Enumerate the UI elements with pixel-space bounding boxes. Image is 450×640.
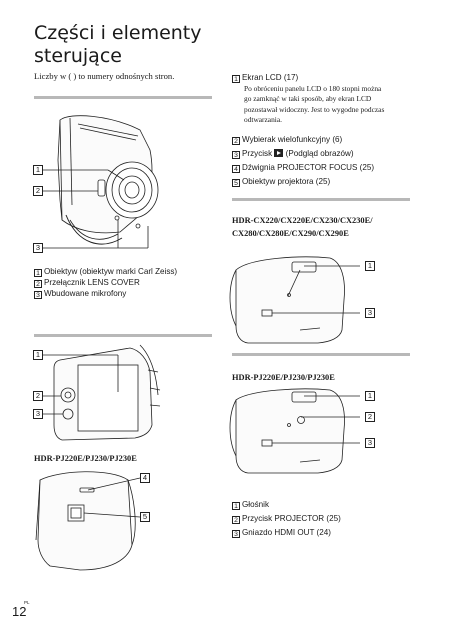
item-text: Dźwignia PROJECTOR FOCUS (25)	[242, 163, 375, 172]
divider	[232, 353, 410, 356]
item-number: 2	[232, 516, 240, 524]
item-text: Obiektyw (obiektyw marki Carl Zeiss)	[44, 267, 178, 276]
page-title-line1: Części i elementy	[34, 22, 202, 44]
note-line: Po obróceniu panelu LCD o 180 stopni moż…	[244, 84, 382, 93]
item-number: 2	[34, 280, 42, 288]
item-number: 1	[232, 502, 240, 510]
lcd-note: Po obróceniu panelu LCD o 180 stopni moż…	[232, 84, 384, 125]
callout-4: 4	[140, 473, 150, 483]
item-text: Przełącznik LENS COVER	[44, 278, 140, 287]
callout-1: 1	[365, 391, 375, 401]
item-text: Wybierak wielofunkcyjny (6)	[242, 135, 343, 144]
item-text-after: (Podgląd obrazów)	[285, 149, 354, 158]
model-line: HDR-CX220/CX220E/CX230/CX230E/	[232, 216, 373, 225]
model-label-cx: HDR-CX220/CX220E/CX230/CX230E/ CX280/CX2…	[232, 214, 373, 240]
item-text: Głośnik	[242, 500, 269, 509]
divider	[34, 334, 212, 337]
callout-5: 5	[140, 512, 150, 522]
note-line: pozostawał widoczny. Jest to wygodne pod…	[244, 104, 385, 114]
item-number: 5	[232, 179, 240, 187]
item-number: 3	[34, 291, 42, 299]
model-label-pj: HDR-PJ220E/PJ230/PJ230E	[232, 373, 335, 382]
divider	[34, 96, 212, 99]
language-code: PL	[24, 600, 30, 605]
callout-2: 2	[33, 391, 43, 401]
item-text: Przycisk PROJECTOR (25)	[242, 514, 341, 523]
callout-3: 3	[33, 243, 43, 253]
item-number: 1	[232, 75, 240, 83]
play-icon	[274, 149, 284, 157]
item-number: 2	[232, 137, 240, 145]
callout-3: 3	[365, 438, 375, 448]
intro-text: Liczby w ( ) to numery odnośnych stron.	[34, 71, 175, 81]
callout-3: 3	[33, 409, 43, 419]
callout-1: 1	[365, 261, 375, 271]
item-text: Gniazdo HDMI OUT (24)	[242, 528, 331, 537]
model-line: CX280/CX280E/CX290/CX290E	[232, 229, 349, 238]
item-number: 4	[232, 165, 240, 173]
page-number: 12	[12, 604, 27, 619]
item-text: Obiektyw projektora (25)	[242, 177, 331, 186]
page-title-line2: sterujące	[34, 45, 122, 67]
item-text: Przycisk	[242, 149, 273, 158]
divider	[232, 198, 410, 201]
note-line: go zamknąć w taki sposób, aby ekran LCD	[244, 94, 372, 104]
item-number: 3	[232, 530, 240, 538]
item-text: Wbudowane mikrofony	[44, 289, 127, 298]
callout-1: 1	[33, 350, 43, 360]
item-text: Ekran LCD (17)	[242, 73, 299, 82]
callout-3: 3	[365, 308, 375, 318]
item-number: 3	[232, 151, 240, 159]
callout-2: 2	[365, 412, 375, 422]
page-title: Części i elementy sterujące	[34, 22, 234, 68]
callout-1: 1	[33, 165, 43, 175]
model-label: HDR-PJ220E/PJ230/PJ230E	[34, 454, 137, 463]
note-line: odtwarzania.	[244, 114, 282, 124]
item-number: 1	[34, 269, 42, 277]
callout-2: 2	[33, 186, 43, 196]
